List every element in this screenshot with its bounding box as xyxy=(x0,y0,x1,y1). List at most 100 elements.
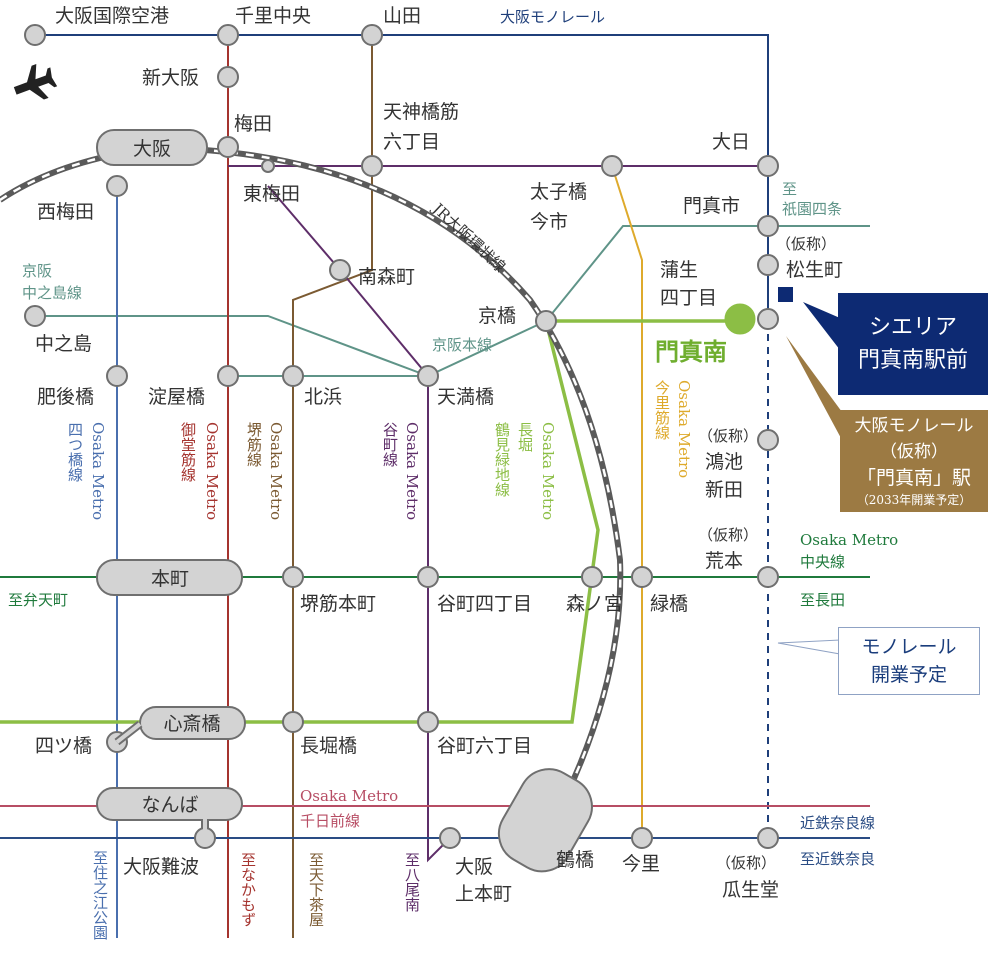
dot-tenjinbashi[interactable] xyxy=(361,155,383,177)
label-tanimachi-1: Osaka Metro xyxy=(403,422,421,520)
label-nagahori-3: 鶴見緑地線 xyxy=(493,422,511,497)
station-kadoma-shi: 門真市 xyxy=(683,195,740,217)
station-uryudo-kari: （仮称） xyxy=(716,854,776,872)
monorail-plan-1: モノレール xyxy=(861,636,957,658)
station-tsuruhashi: 鶴橋 xyxy=(556,849,594,871)
station-shin-osaka: 新大阪 xyxy=(142,67,199,89)
dot-morinomiya[interactable] xyxy=(581,566,603,588)
dot-yamada[interactable] xyxy=(361,24,383,46)
label-keihan-nakanoshima-1: 京阪 xyxy=(22,262,52,280)
dot-uryudo[interactable] xyxy=(757,827,779,849)
dot-minami-morimachi[interactable] xyxy=(329,259,351,281)
label-sakaisuji-1: Osaka Metro xyxy=(267,422,285,520)
dot-kadoma-minami-mono[interactable] xyxy=(757,308,779,330)
dot-dainichi[interactable] xyxy=(757,155,779,177)
label-sennichimae-2: 千日前線 xyxy=(300,812,360,830)
label-nagahori-1: Osaka Metro xyxy=(539,422,557,520)
station-gamo-1: 蒲生 xyxy=(660,259,698,281)
station-konoike-kari: （仮称） xyxy=(698,427,758,445)
callout-pointer-mono xyxy=(777,639,841,655)
capsule-namba[interactable] xyxy=(96,787,243,821)
station-yodoyabashi: 淀屋橋 xyxy=(148,386,205,408)
property-callout: シエリア 門真南駅前 xyxy=(838,293,988,395)
dot-aramoto[interactable] xyxy=(757,566,779,588)
station-honmachi: 本町 xyxy=(151,568,189,590)
monorail-plan-callout: モノレール 開業予定 xyxy=(838,627,980,695)
dot-tenmabashi[interactable] xyxy=(417,365,439,387)
label-tengachaya: 至天下茶屋 xyxy=(307,852,325,927)
station-dainichi: 大日 xyxy=(712,131,750,153)
line-imazatosuji xyxy=(611,165,643,838)
dot-midoribashi[interactable] xyxy=(631,566,653,588)
dot-uehommachi[interactable] xyxy=(439,827,461,849)
station-tanimachi-6: 谷町六丁目 xyxy=(437,735,532,757)
dot-matsuocho[interactable] xyxy=(757,254,779,276)
station-konoike-2: 新田 xyxy=(705,479,743,501)
station-namba: なんば xyxy=(141,794,198,816)
station-konoike-1: 鴻池 xyxy=(705,451,743,473)
dot-itami[interactable] xyxy=(24,24,46,46)
capsule-shinsaibashi[interactable] xyxy=(139,706,246,740)
label-jr-loop: JR大阪環状線 xyxy=(428,198,509,275)
label-tanimachi-2: 谷町線 xyxy=(381,422,399,467)
line-nagahori xyxy=(0,319,740,724)
station-aramoto-kari: （仮称） xyxy=(698,526,758,544)
dot-umeda[interactable] xyxy=(217,136,239,158)
label-yotsubashi-2: 四つ橋線 xyxy=(66,422,84,482)
station-imazato: 今里 xyxy=(622,853,660,875)
station-osaka-namba: 大阪難波 xyxy=(123,856,199,878)
new-station-name: 「門真南」駅 xyxy=(856,467,971,489)
station-nakanoshima: 中之島 xyxy=(35,333,92,355)
dot-konoike[interactable] xyxy=(757,429,779,451)
dot-tanimachi-6[interactable] xyxy=(417,711,439,733)
label-imazatosuji-1: Osaka Metro xyxy=(675,380,693,478)
station-kadoma-minami: 門真南 xyxy=(655,337,727,366)
capsule-tsuruhashi[interactable] xyxy=(488,758,603,882)
dot-osaka-namba[interactable] xyxy=(194,827,216,849)
label-sakaisuji-2: 堺筋線 xyxy=(245,422,263,467)
dot-kyobashi[interactable] xyxy=(535,310,557,332)
dot-kadoma-shi[interactable] xyxy=(757,215,779,237)
station-uehommachi-1: 大阪 xyxy=(455,856,493,878)
label-midosuji-2: 御堂筋線 xyxy=(179,422,197,482)
label-chuo-2: 中央線 xyxy=(800,553,845,571)
station-higobashi: 肥後橋 xyxy=(37,386,94,408)
dot-kadoma-minami[interactable] xyxy=(724,303,756,335)
dot-taishibashi[interactable] xyxy=(601,155,623,177)
dot-senri[interactable] xyxy=(217,24,239,46)
station-taishibashi-2: 今市 xyxy=(530,211,568,233)
label-bentencho: 至弁天町 xyxy=(8,591,68,609)
station-gamo-2: 四丁目 xyxy=(660,287,717,309)
station-itami: 大阪国際空港 xyxy=(55,5,169,27)
label-nakamozu: 至なかもず xyxy=(239,852,257,927)
dot-shin-osaka[interactable] xyxy=(217,66,239,88)
station-yotsubashi: 四ツ橋 xyxy=(35,735,92,757)
dot-nakanoshima[interactable] xyxy=(24,305,46,327)
label-keihan-main: 京阪本線 xyxy=(432,336,492,354)
capsule-honmachi[interactable] xyxy=(96,559,243,596)
dot-sakaisuji-honmachi[interactable] xyxy=(282,566,304,588)
property-name-2: 門真南駅前 xyxy=(857,348,968,373)
label-keihan-nakanoshima-2: 中之島線 xyxy=(22,284,82,302)
dot-tanimachi-4[interactable] xyxy=(417,566,439,588)
dot-kitahama[interactable] xyxy=(282,365,304,387)
label-yotsubashi-1: Osaka Metro xyxy=(89,422,107,520)
line-sakaisuji xyxy=(292,35,373,938)
station-morinomiya: 森ノ宮 xyxy=(566,593,623,615)
dot-imazato[interactable] xyxy=(631,827,653,849)
new-station-kari: （仮称） xyxy=(880,442,948,462)
station-kitahama: 北浜 xyxy=(304,386,342,408)
dot-nishi-umeda[interactable] xyxy=(106,175,128,197)
dot-nagahoribashi[interactable] xyxy=(282,711,304,733)
station-tenjinbashi-1: 天神橋筋 xyxy=(383,101,459,123)
callout-pointer-navy xyxy=(803,302,840,350)
label-monorail: 大阪モノレール xyxy=(500,8,605,26)
line-keihan-main xyxy=(228,225,870,377)
dot-yodoyabashi[interactable] xyxy=(217,365,239,387)
label-sennichimae-1: Osaka Metro xyxy=(300,787,398,805)
dot-higobashi[interactable] xyxy=(106,365,128,387)
callout-pointer-gold xyxy=(786,336,842,440)
new-station-line: 大阪モノレール xyxy=(854,416,974,436)
dot-higashi-umeda[interactable] xyxy=(261,159,275,173)
capsule-osaka[interactable] xyxy=(96,129,208,166)
